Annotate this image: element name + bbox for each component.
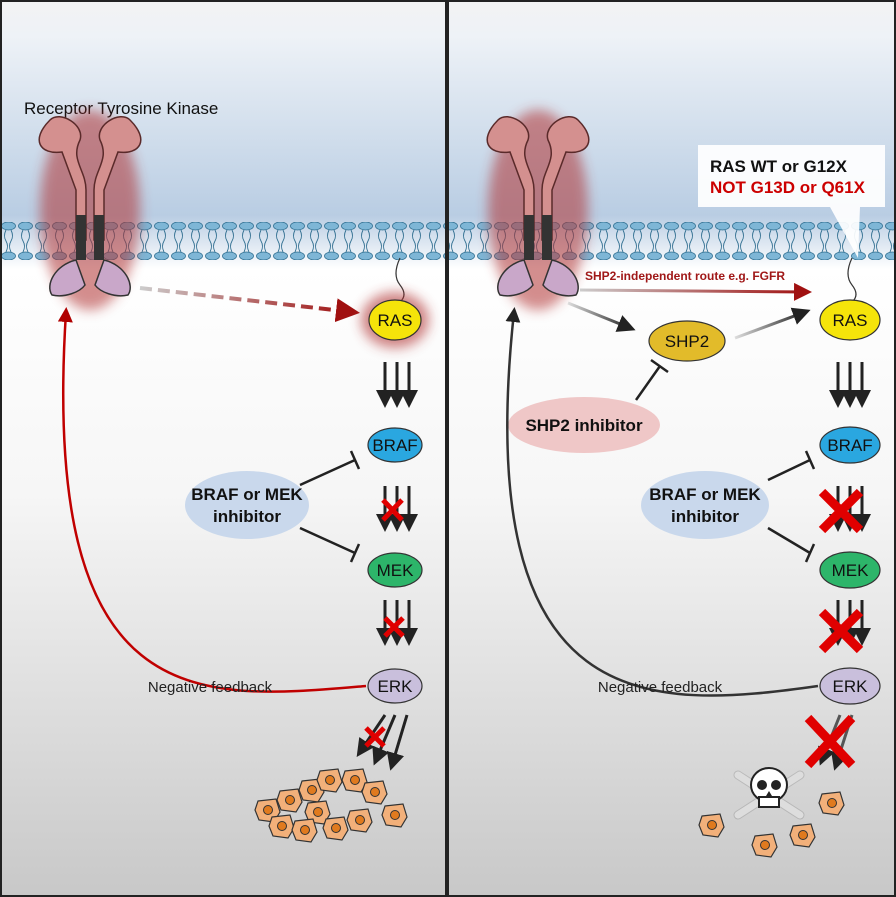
skull-crossbones-icon (733, 767, 805, 820)
erk-output-arrows (804, 714, 856, 771)
node-ras: RAS (819, 299, 881, 341)
svg-text:SHP2 inhibitor: SHP2 inhibitor (525, 416, 643, 435)
svg-text:MEK: MEK (377, 561, 415, 580)
svg-text:inhibitor: inhibitor (671, 507, 739, 526)
node-braf: BRAF (819, 426, 881, 464)
rtk-to-shp2-arrow (567, 301, 636, 332)
left-title: Receptor Tyrosine Kinase (24, 99, 218, 118)
block-x-icon (818, 488, 864, 534)
svg-text:MEK: MEK (832, 561, 870, 580)
node-braf: BRAF (367, 427, 423, 463)
receptor-tyrosine-kinase-icon (486, 110, 590, 310)
svg-text:BRAF or MEK: BRAF or MEK (191, 485, 303, 504)
svg-text:SHP2: SHP2 (665, 332, 709, 351)
shp2-inhibitor: SHP2 inhibitor (508, 397, 660, 453)
node-ras: RAS (368, 299, 422, 341)
braf-mek-inhibitor: BRAF or MEK inhibitor (185, 471, 309, 539)
shp2-independent-arrow (579, 282, 812, 301)
node-erk: ERK (367, 668, 423, 704)
mutation-callout: RAS WT or G12X NOT G13D or Q61X (698, 145, 885, 258)
svg-text:ERK: ERK (378, 677, 414, 696)
inhibitor-tbars (767, 450, 816, 563)
svg-text:NOT G13D or Q61X: NOT G13D or Q61X (710, 178, 866, 197)
negative-feedback-arrow (505, 307, 819, 697)
block-x-icon (381, 498, 404, 522)
route-label: SHP2-independent route e.g. FGFR (585, 269, 785, 283)
node-shp2: SHP2 (648, 320, 726, 362)
block-x-icon (383, 616, 405, 638)
block-x-icon (818, 608, 864, 654)
negative-feedback-arrow (57, 307, 367, 693)
node-mek: MEK (367, 552, 423, 588)
svg-text:BRAF: BRAF (827, 436, 872, 455)
svg-text:RAS: RAS (378, 311, 413, 330)
svg-text:RAS: RAS (833, 311, 868, 330)
svg-text:RAS WT or G12X: RAS WT or G12X (710, 157, 848, 176)
braf-mek-inhibitor: BRAF or MEK inhibitor (641, 471, 769, 539)
svg-text:ERK: ERK (833, 677, 869, 696)
svg-text:BRAF or MEK: BRAF or MEK (649, 485, 761, 504)
shp2-inhibition-tbar (634, 358, 669, 401)
shp2-to-ras-arrow (734, 307, 811, 340)
svg-text:BRAF: BRAF (372, 436, 417, 455)
panel-divider (445, 0, 449, 897)
receptor-tyrosine-kinase-icon (38, 110, 142, 310)
node-erk: ERK (819, 667, 881, 705)
svg-text:inhibitor: inhibitor (213, 507, 281, 526)
node-mek: MEK (819, 551, 881, 589)
inhibitor-tbars (299, 450, 361, 563)
erk-output-arrows (356, 714, 409, 771)
feedback-label: Negative feedback (148, 679, 273, 696)
feedback-label: Negative feedback (598, 679, 723, 696)
